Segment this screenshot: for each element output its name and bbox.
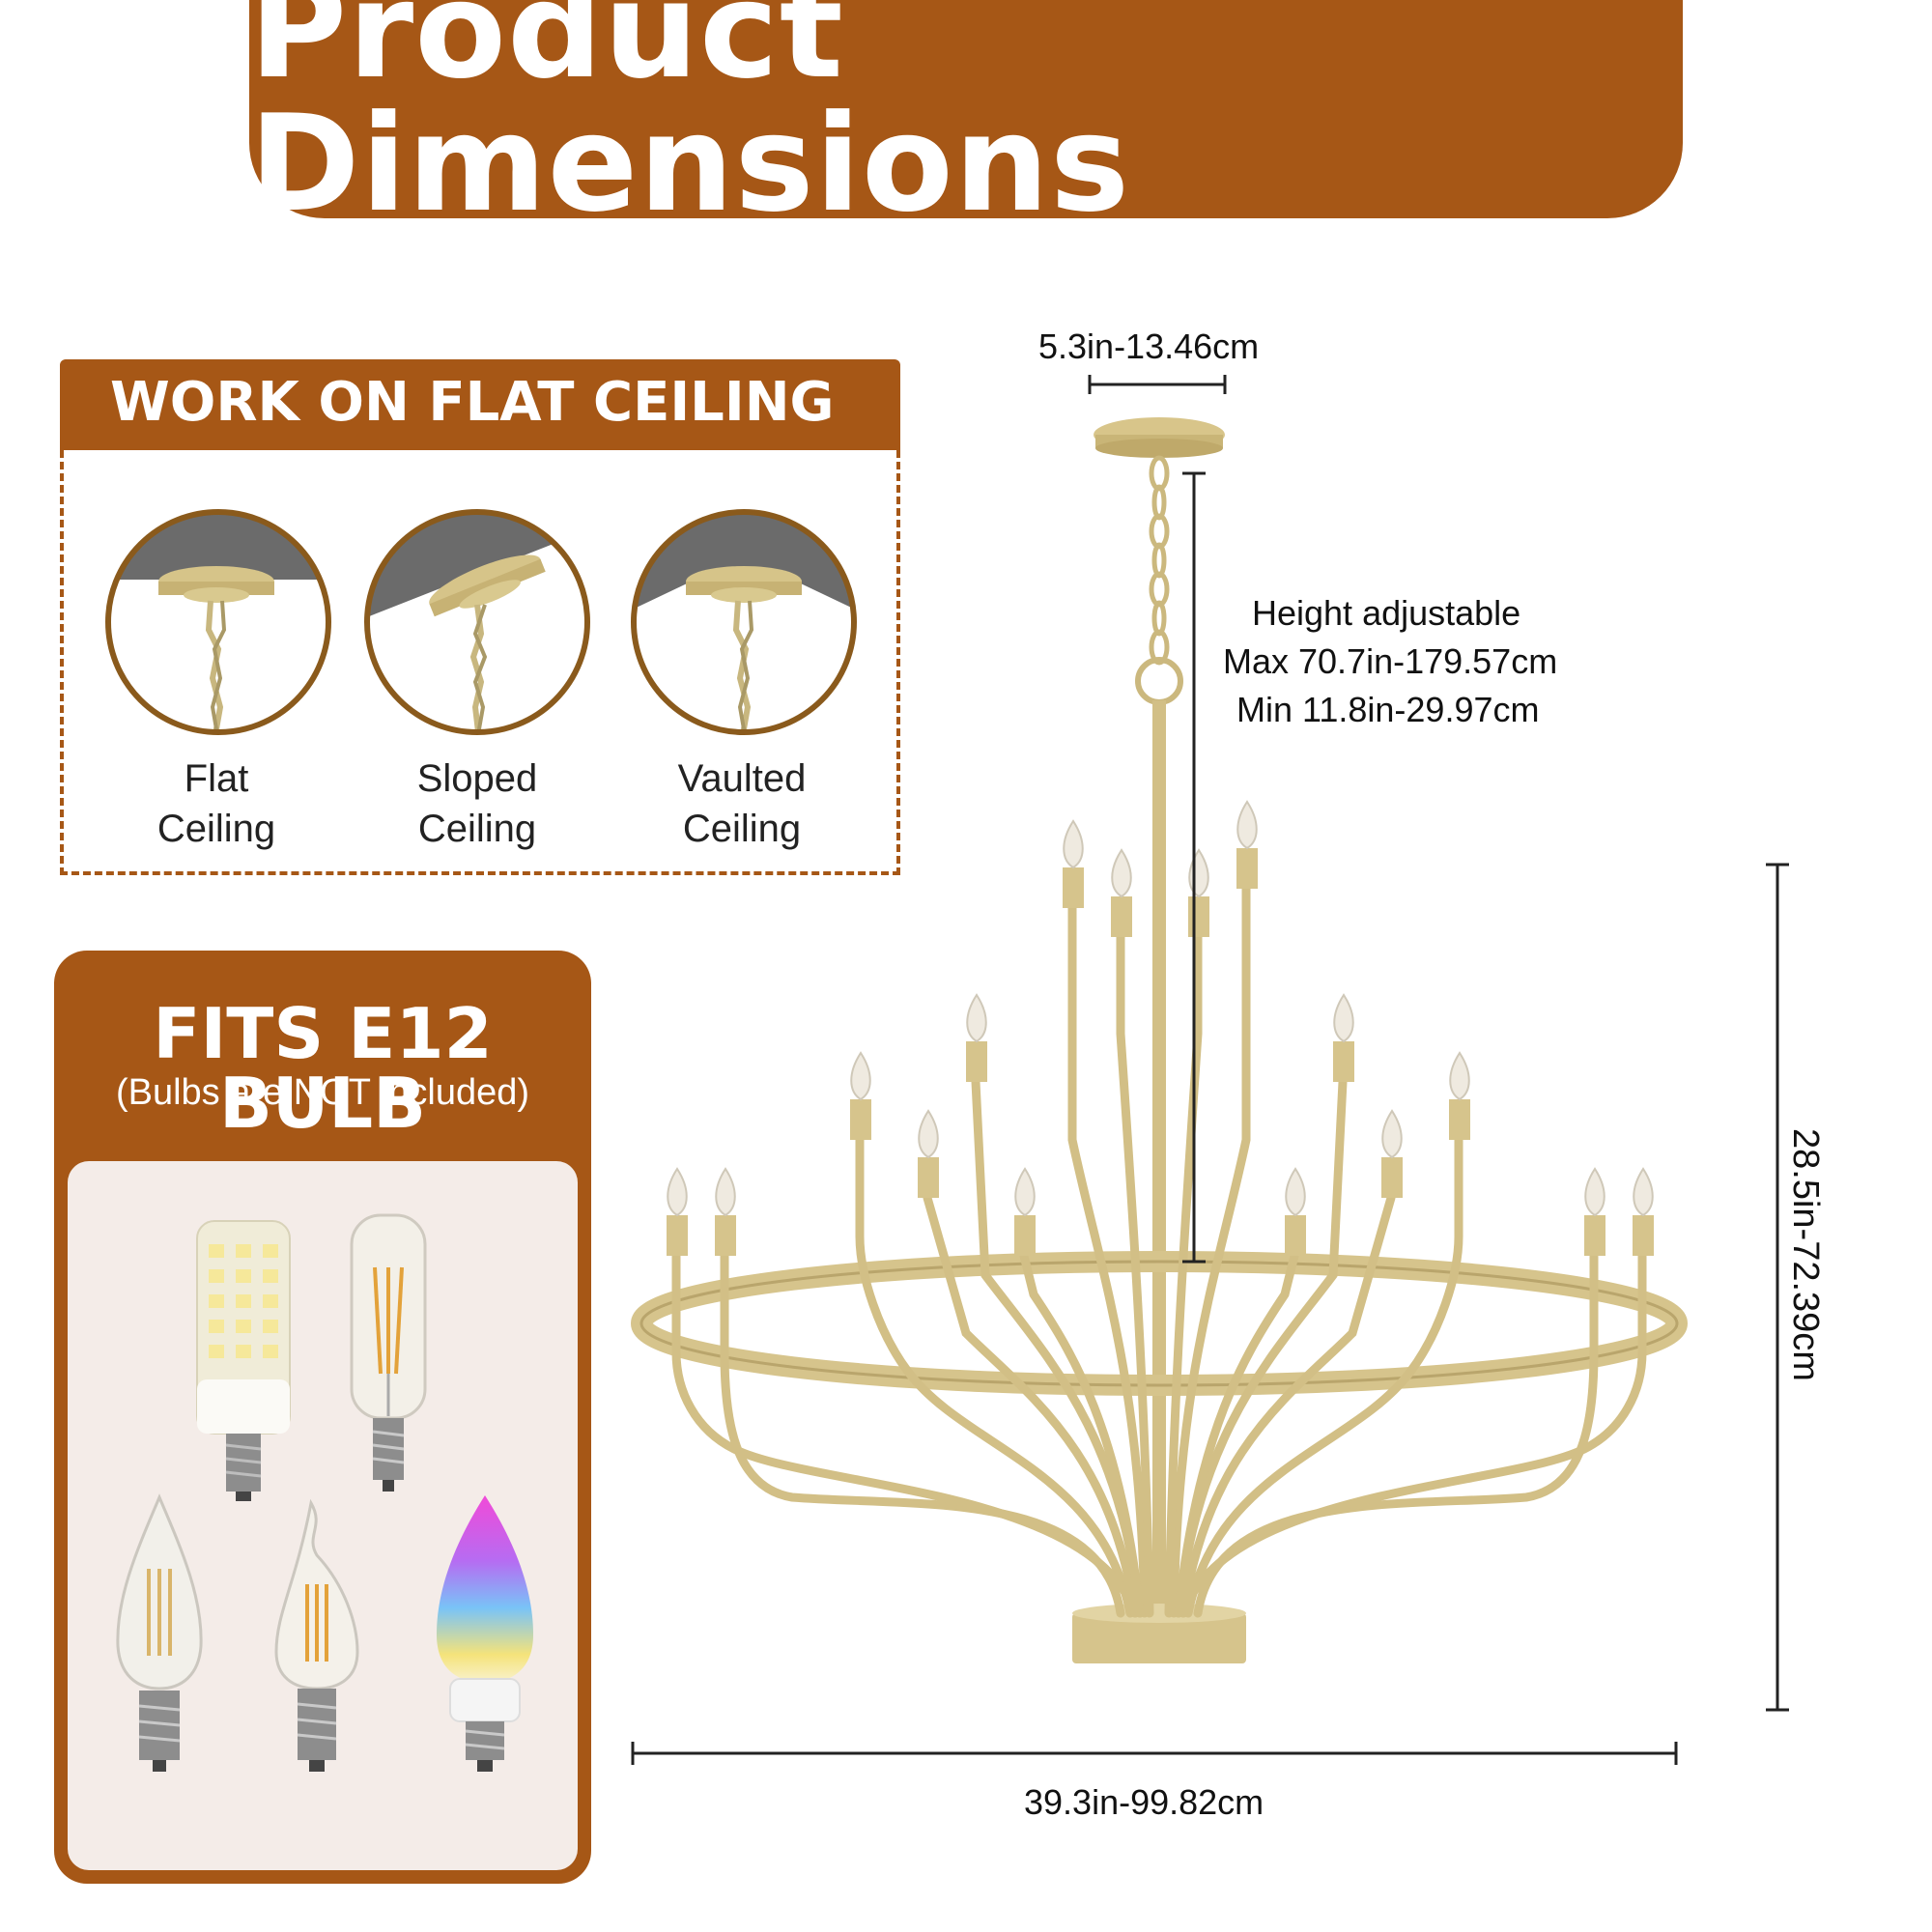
chandelier-illustration xyxy=(631,417,1688,1663)
page-title: Product Dimensions xyxy=(249,0,1131,242)
candle-filament-bulb-icon xyxy=(116,1493,203,1772)
max-height-label: Max 70.7in-179.57cm xyxy=(1223,641,1558,681)
overall-width-label: 39.3in-99.82cm xyxy=(1024,1782,1264,1822)
tubular-filament-bulb-icon xyxy=(350,1213,427,1492)
ceiling-panel-header: WORK ON FLAT CEILING xyxy=(60,359,900,450)
bulb-gallery xyxy=(68,1161,578,1870)
min-height-label: Min 11.8in-29.97cm xyxy=(1236,690,1540,729)
header-banner: Product Dimensions xyxy=(249,0,1683,231)
height-adjustable-label: Height adjustable xyxy=(1252,593,1521,633)
rgb-smart-bulb-icon xyxy=(437,1495,533,1772)
ceiling-panel-box xyxy=(60,450,900,875)
sloped-ceiling-illustration xyxy=(364,509,590,735)
ceiling-panel-title: WORK ON FLAT CEILING xyxy=(110,371,835,434)
bulb-compatibility-panel: FITS E12 BULB (Bulbs are NOT included) xyxy=(54,951,591,1884)
led-corn-bulb-icon xyxy=(196,1220,291,1501)
bulb-panel-title: FITS E12 BULB xyxy=(153,993,493,1144)
vaulted-ceiling-illustration xyxy=(631,509,857,735)
bulb-panel-subtitle: (Bulbs are NOT included) xyxy=(115,1072,530,1113)
body-height-label: 28.5in-72.39cm xyxy=(1785,1128,1826,1381)
canopy-width-label: 5.3in-13.46cm xyxy=(1038,327,1260,366)
flame-tip-bulb-icon xyxy=(274,1498,359,1772)
flat-ceiling-illustration xyxy=(105,509,331,735)
